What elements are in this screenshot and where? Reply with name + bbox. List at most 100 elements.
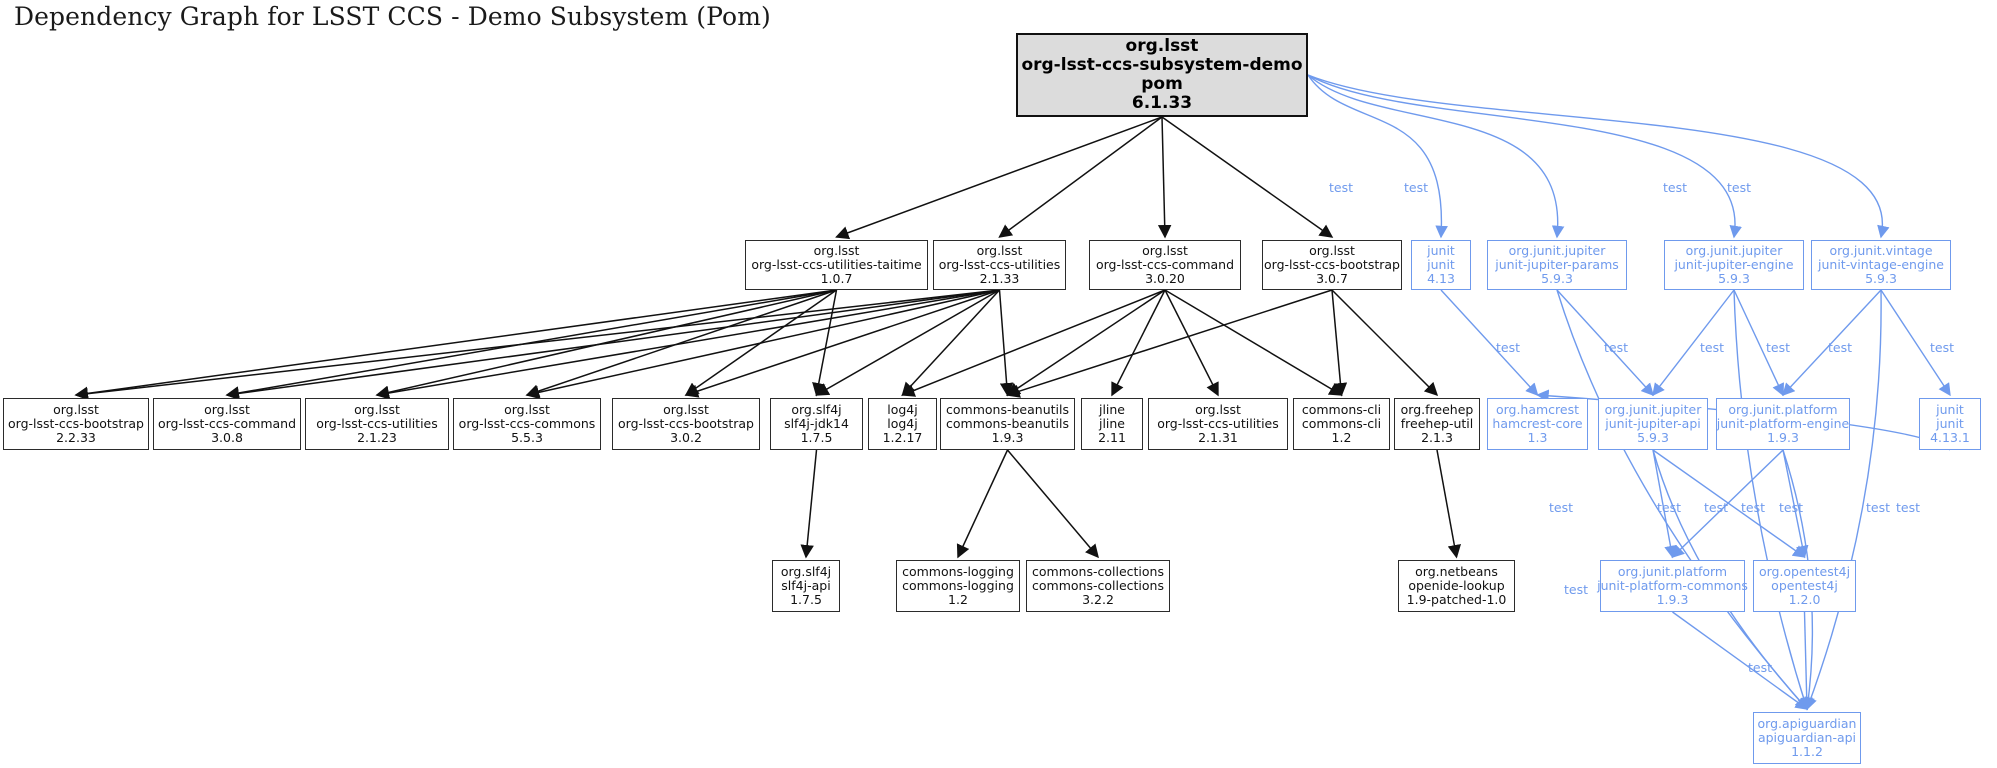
node-text-line: 1.9-patched-1.0	[1406, 592, 1507, 607]
node-text-line: openide-lookup	[1408, 578, 1505, 593]
node-text-line: 1.2	[1331, 430, 1352, 445]
node-text-line: 6.1.33	[1131, 93, 1193, 114]
node-text-line: 2.11	[1098, 430, 1126, 445]
node-text-line: log4j	[887, 402, 918, 417]
edge-label-test: test	[1657, 500, 1682, 515]
node-text-line: junit	[1427, 257, 1455, 272]
edge-label-test: test	[1496, 340, 1521, 355]
node-text-line: org.lsst	[976, 243, 1023, 258]
node-text-line: 5.9.3	[1637, 430, 1669, 445]
node-text-line: org-lsst-ccs-subsystem-demo	[1021, 54, 1303, 75]
node-text-line: 1.9.3	[1656, 592, 1689, 607]
node-text-line: 5.5.3	[511, 430, 543, 445]
node-text-line: 2.1.3	[1421, 430, 1453, 445]
node-text-line: pom	[1141, 74, 1183, 94]
node-text-line: org.junit.jupiter	[1508, 243, 1606, 258]
node-text-line: org-lsst-ccs-bootstrap	[8, 416, 144, 431]
node-text-line: commons-beanutils	[946, 416, 1069, 431]
node-text-line: 1.9.3	[991, 430, 1024, 445]
node-text-line: org.lsst	[663, 402, 709, 417]
node-text-line: 4.13	[1427, 271, 1455, 286]
node-text-line: junit-jupiter-params	[1495, 257, 1619, 272]
node-text-line: 5.9.3	[1541, 271, 1573, 286]
node-text-line: 2.1.23	[357, 430, 397, 445]
node-text-line: org.junit.jupiter	[1604, 402, 1702, 417]
node-text-line: slf4j-jdk14	[784, 416, 849, 431]
node-text-line: org-lsst-ccs-command	[157, 416, 297, 431]
node-text-line: 1.1.2	[1791, 744, 1823, 759]
node-text-line: commons-logging	[902, 578, 1014, 593]
node-text-line: 3.0.2	[670, 430, 702, 445]
node-text-line: opentest4j	[1771, 578, 1838, 593]
node-text-line: 1.9.3	[1767, 430, 1799, 445]
node-text-line: org.lsst	[813, 243, 860, 258]
node-text-line: org.lsst	[1309, 243, 1355, 258]
node-text-line: org.apiguardian	[1757, 716, 1857, 731]
node-text-line: 1.3	[1527, 430, 1548, 445]
node-text-line: org.lsst	[1142, 243, 1188, 258]
node-text-line: junit	[1936, 416, 1964, 431]
node-text-line: commons-beanutils	[946, 402, 1069, 417]
node-text-line: org-lsst-ccs-command	[1095, 257, 1235, 272]
node-text-line: org.junit.platform	[1617, 564, 1728, 579]
node-text-line: 4.13.1	[1930, 430, 1970, 445]
node-text-line: 2.1.33	[979, 271, 1020, 286]
node-text-line: 5.9.3	[1718, 271, 1750, 286]
node-text-line: slf4j-api	[781, 578, 831, 593]
node-text-line: junit-vintage-engine	[1818, 257, 1944, 272]
edge-label-test: test	[1766, 340, 1791, 355]
node-text-line: org-lsst-ccs-utilities	[316, 416, 438, 431]
node-text-line: junit-platform-engine	[1716, 416, 1850, 431]
edge-label-test: test	[1866, 500, 1891, 515]
edge-label-test: test	[1564, 582, 1589, 597]
node-text-line: org.freehep	[1400, 402, 1474, 417]
node-text-line: freehep-util	[1400, 416, 1474, 431]
node-text-line: org.netbeans	[1415, 564, 1498, 579]
node-text-line: org-lsst-ccs-bootstrap	[1264, 257, 1400, 272]
node-text-line: 1.2.17	[882, 430, 923, 445]
node-text-line: org-lsst-ccs-bootstrap	[618, 416, 754, 431]
node-text-line: junit	[1936, 402, 1964, 417]
node-text-line: junit-platform-commons	[1597, 578, 1748, 593]
node-text-line: commons-collections	[1032, 564, 1164, 579]
node-text-line: org.junit.vintage	[1829, 243, 1933, 258]
edge-label-test: test	[1748, 660, 1773, 675]
node-text-line: org.hamcrest	[1495, 402, 1580, 417]
edge-label-test: test	[1896, 500, 1921, 515]
node-text-line: 1.7.5	[800, 430, 833, 445]
node-text-line: org.lsst	[1195, 402, 1241, 417]
